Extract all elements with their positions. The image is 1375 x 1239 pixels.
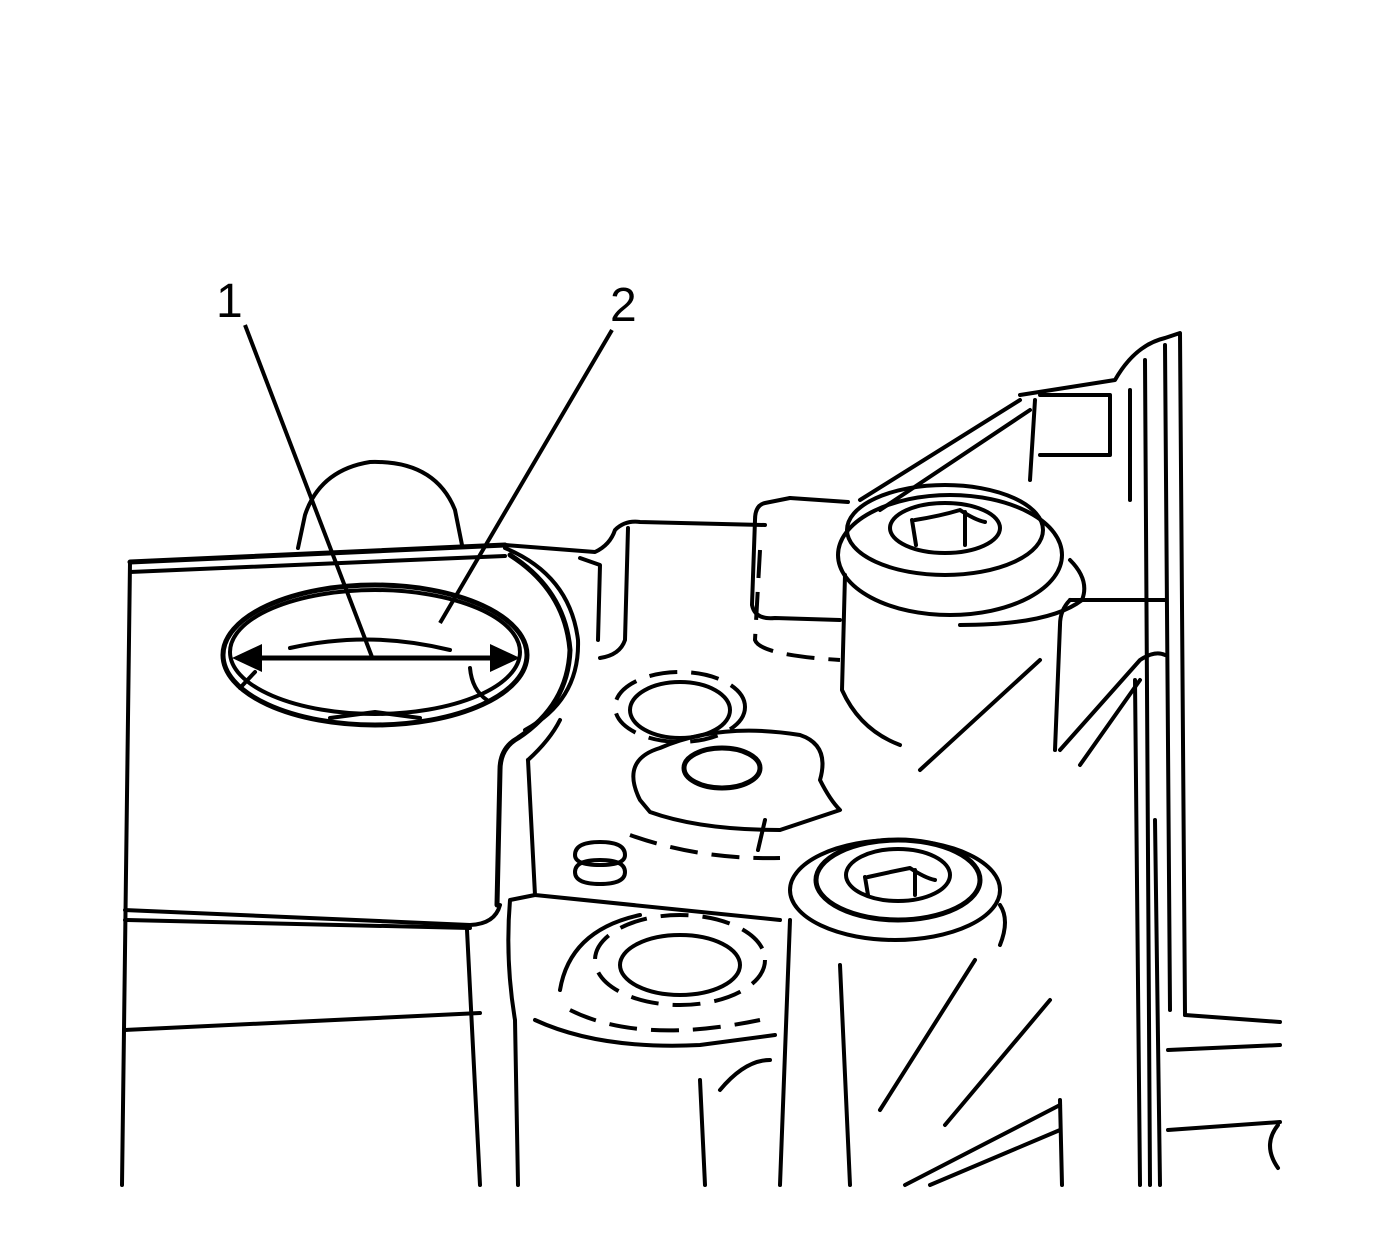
washer-boss (613, 670, 842, 861)
callout-2-leader-line (438, 328, 614, 625)
right-housing-wall (858, 331, 1282, 1187)
callout-1-label: 1 (216, 275, 243, 328)
bore-opening (220, 582, 530, 728)
central-body (506, 718, 782, 1187)
bore-flange (494, 519, 767, 908)
lower-socket-bore (533, 913, 777, 1187)
left-housing-block (120, 459, 508, 1187)
diameter-measurement-arrow (232, 644, 520, 690)
lower-right-ribs (878, 958, 1064, 1187)
callout-1-leader-line (243, 324, 374, 658)
callout-2-label: 2 (610, 279, 637, 332)
spring (573, 840, 627, 886)
lower-bolt (778, 837, 1007, 1187)
upper-bolt (750, 483, 1087, 747)
